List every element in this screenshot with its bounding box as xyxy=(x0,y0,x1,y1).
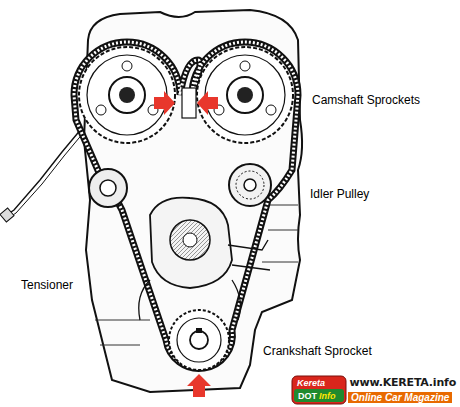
logo-badge xyxy=(292,376,346,404)
sensor-wire xyxy=(7,132,84,219)
sensor-plug xyxy=(0,208,14,222)
timing-arrow xyxy=(154,91,175,115)
part-label: Camshaft Sprockets xyxy=(311,93,421,107)
part-label: Tensioner xyxy=(20,278,74,292)
logo-text: Info xyxy=(318,391,337,401)
camshaft-sprocket-right xyxy=(197,47,293,143)
part-label: Idler Pulley xyxy=(309,187,370,201)
sensor-wire xyxy=(5,128,82,216)
idler-pulley xyxy=(229,164,271,206)
timing-arrow xyxy=(187,374,211,397)
logo-text: DOT xyxy=(297,391,318,401)
timing-mark xyxy=(182,88,196,118)
timing-arrow xyxy=(197,91,218,115)
crankshaft-sprocket xyxy=(169,310,229,370)
part-label: Crankshaft Sprocket xyxy=(262,344,373,358)
logo-text: Kereta xyxy=(296,378,326,388)
watermark: Online Car Magazine xyxy=(348,392,452,403)
water-pump xyxy=(139,198,270,320)
tensioner-pulley xyxy=(89,169,127,207)
logo-badge-lower xyxy=(294,389,344,402)
watermark: www.KERETA.info xyxy=(349,377,457,389)
camshaft-sprocket-left xyxy=(79,47,175,143)
